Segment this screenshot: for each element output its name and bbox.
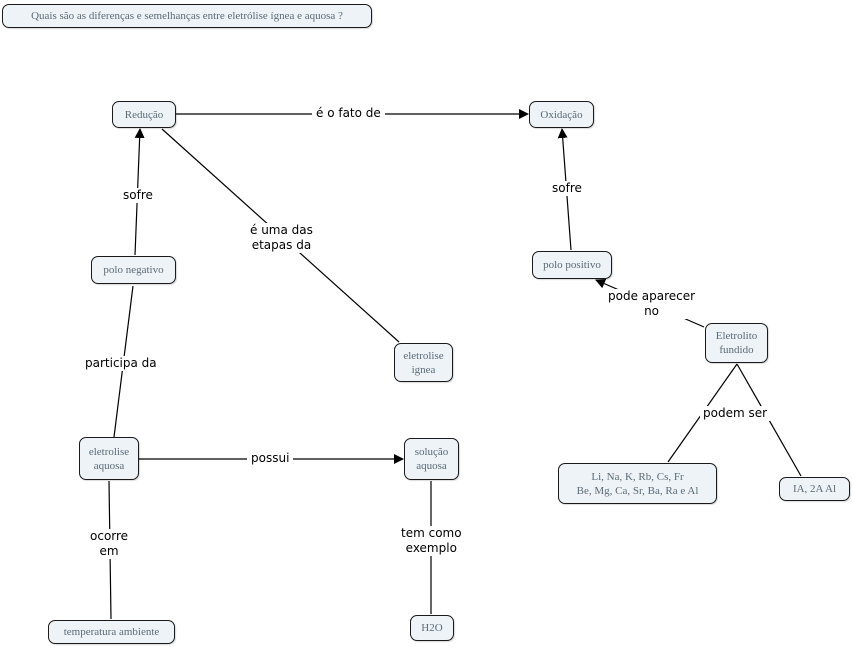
node-grupos-label: IA, 2A Al xyxy=(792,483,837,495)
node-aquosa-line1: eletrolise xyxy=(88,445,130,458)
node-polo-negativo[interactable]: polo negativo xyxy=(91,256,176,284)
node-eletrolito-fundido[interactable]: Eletrolito fundido xyxy=(705,323,768,363)
node-solucao-line1: solução xyxy=(414,446,449,458)
node-temperatura[interactable]: temperatura ambiente xyxy=(48,620,175,644)
node-reducao[interactable]: Redução xyxy=(112,101,176,128)
node-reducao-label: Redução xyxy=(124,108,164,121)
question-text: Quais são as diferenças e semelhanças en… xyxy=(31,10,343,22)
node-aquosa-line2: aquosa xyxy=(93,459,125,472)
node-polo-positivo-label: polo positivo xyxy=(543,259,601,271)
link-label-uma-das-etapas: é uma das etapas da xyxy=(247,223,316,253)
link-label-tem-como-exemplo: tem como exemplo xyxy=(398,526,465,556)
node-temperatura-label: temperatura ambiente xyxy=(63,626,160,638)
node-fundido-line2: fundido xyxy=(719,344,754,356)
node-solucao-line2: aquosa xyxy=(416,460,447,472)
link-label-participa-da: participa da xyxy=(82,356,160,371)
node-h2o[interactable]: H2O xyxy=(410,615,454,641)
node-eletrolise-aquosa[interactable]: eletrolise aquosa xyxy=(79,437,139,480)
node-oxidacao-label: Oxidação xyxy=(540,108,583,121)
node-metais[interactable]: Li, Na, K, Rb, Cs, Fr Be, Mg, Ca, Sr, Ba… xyxy=(558,463,717,504)
node-polo-positivo[interactable]: polo positivo xyxy=(532,251,612,279)
node-metais-line1: Li, Na, K, Rb, Cs, Fr xyxy=(591,470,684,483)
node-polo-negativo-label: polo negativo xyxy=(103,264,164,276)
link-label-sofre-1: sofre xyxy=(120,188,156,203)
node-metais-line2: Be, Mg, Ca, Sr, Ba, Ra e Al xyxy=(576,484,699,497)
link-label-possui: possui xyxy=(247,451,294,466)
question-box: Quais são as diferenças e semelhanças en… xyxy=(2,4,372,28)
link-label-ocorre-em: ocorre em xyxy=(87,529,132,559)
node-solucao-aquosa[interactable]: solução aquosa xyxy=(404,438,459,480)
link-label-sofre-2: sofre xyxy=(549,181,585,196)
node-fundido-line1: Eletrolito xyxy=(715,330,758,342)
node-eletrolise-ignea[interactable]: eletrolise ignea xyxy=(394,343,453,382)
node-ignea-line1: eletrolise xyxy=(403,349,444,362)
node-h2o-label: H2O xyxy=(421,622,443,634)
link-label-pode-aparecer: pode aparecer no xyxy=(605,289,699,319)
link-label-podem-ser: podem ser xyxy=(700,406,771,421)
link-label-e-o-fato-de: é o fato de xyxy=(312,106,385,121)
node-grupos[interactable]: IA, 2A Al xyxy=(779,477,850,501)
node-ignea-line2: ignea xyxy=(411,363,436,376)
node-oxidacao[interactable]: Oxidação xyxy=(529,101,594,128)
